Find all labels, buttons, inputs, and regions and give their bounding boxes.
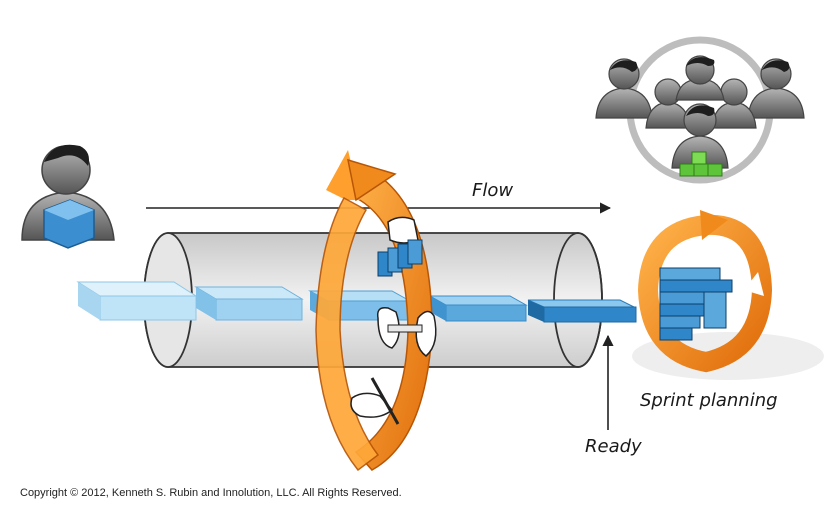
backlog-item-2 bbox=[194, 286, 304, 321]
sprint-planning-cycle-icon bbox=[632, 210, 824, 380]
product-increment-icon bbox=[679, 151, 723, 177]
product-owner-icon bbox=[21, 144, 115, 249]
sprint-backlog-stack bbox=[659, 267, 733, 341]
backlog-item-4 bbox=[428, 295, 528, 322]
ready-label: Ready bbox=[585, 436, 642, 457]
backlog-item-5 bbox=[527, 299, 637, 323]
copyright-notice: Copyright © 2012, Kenneth S. Rubin and I… bbox=[20, 487, 402, 499]
sprint-planning-label: Sprint planning bbox=[640, 390, 778, 411]
team-icon bbox=[595, 36, 805, 184]
estimating-hand-icon bbox=[377, 216, 423, 277]
flow-label: Flow bbox=[472, 180, 514, 201]
writing-hand-icon bbox=[350, 377, 400, 425]
backlog-item-1 bbox=[76, 281, 198, 321]
measuring-hands-icon bbox=[376, 306, 437, 357]
